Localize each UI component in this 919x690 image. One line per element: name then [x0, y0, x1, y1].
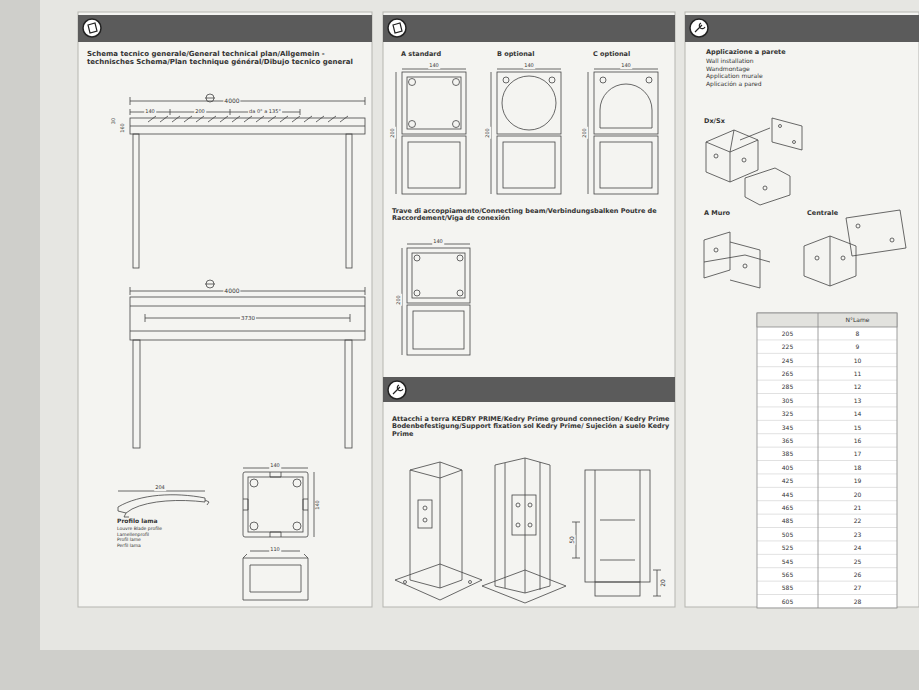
table-cell: 13: [853, 397, 863, 404]
variant-label: A standard: [400, 51, 442, 58]
section-title: Aplicación a pared: [705, 81, 762, 88]
table-header: N°Lame: [844, 317, 870, 324]
dimension-label: 140: [432, 239, 444, 245]
part-name: Perfil lama: [116, 543, 142, 548]
table-cell: 345: [781, 424, 794, 431]
table-cell: 265: [781, 370, 794, 377]
section-title: Attacchi a terra KEDRY PRIME/Kedry Prime…: [391, 416, 673, 438]
table-cell: 20: [853, 491, 863, 498]
table-cell: 385: [781, 451, 794, 458]
table-cell: 9: [855, 344, 861, 351]
table-cell: 565: [781, 571, 794, 578]
table-cell: 12: [853, 384, 863, 391]
table-cell: 585: [781, 585, 794, 592]
table-cell: 24: [853, 545, 863, 552]
table-cell: 225: [781, 344, 794, 351]
dimension-label: 200: [396, 294, 402, 306]
table-cell: 16: [853, 437, 863, 444]
table-cell: 19: [853, 478, 863, 485]
dimension-label: 204: [154, 485, 166, 491]
dimension-label: 140: [269, 463, 281, 469]
table-cell: 15: [853, 424, 863, 431]
table-cell: 425: [781, 478, 794, 485]
table-cell: 205: [781, 330, 794, 337]
section-title: Schema tecnico generale/General technica…: [86, 50, 368, 66]
table-cell: 26: [853, 571, 863, 578]
part-name: Profilo lama: [116, 518, 159, 525]
dimension-label: 200: [390, 127, 396, 139]
dimension-label: da 0° a 135°: [248, 109, 282, 115]
dimension-label: 140: [620, 63, 632, 69]
table-cell: 23: [853, 531, 863, 538]
dimension-label: 140: [523, 63, 535, 69]
table-cell: 505: [781, 531, 794, 538]
table-cell: 405: [781, 464, 794, 471]
table-cell: 325: [781, 411, 794, 418]
dimension-label: 50: [569, 535, 576, 545]
dimension-label: 140: [144, 109, 156, 115]
dimension-label: 200: [485, 127, 491, 139]
variant-label: C optional: [592, 51, 631, 58]
dimension-label: 140: [315, 499, 321, 511]
dimension-label: 20: [660, 578, 667, 588]
variant-label: Centrale: [806, 210, 839, 217]
table-cell: 365: [781, 437, 794, 444]
dimension-label: 200: [582, 127, 588, 139]
table-cell: 27: [853, 585, 863, 592]
part-name: Profil lame: [116, 537, 142, 542]
table-cell: 465: [781, 504, 794, 511]
table-cell: 285: [781, 384, 794, 391]
dimension-label: 30: [111, 117, 117, 125]
table-cell: 10: [853, 357, 863, 364]
section-title: Application murale: [705, 73, 764, 80]
dimension-label: 140: [428, 63, 440, 69]
variant-label: Dx/Sx: [703, 118, 726, 125]
section-title: Wandmontage: [705, 66, 751, 73]
table-cell: 25: [853, 558, 863, 565]
variant-label: B optional: [496, 51, 535, 58]
table-cell: 14: [853, 411, 863, 418]
dimension-label: 4000: [223, 98, 240, 105]
table-cell: 18: [853, 464, 863, 471]
section-title: Applicazione a parete: [705, 49, 787, 56]
variant-label: A Muro: [703, 210, 731, 217]
dimension-label: 200: [194, 109, 206, 115]
table-cell: 305: [781, 397, 794, 404]
table-cell: 21: [853, 504, 863, 511]
dimension-label: 110: [269, 547, 281, 553]
section-title: Wall installation: [705, 58, 755, 65]
dimension-label: 3730: [240, 315, 256, 321]
table-cell: 485: [781, 518, 794, 525]
table-cell: 545: [781, 558, 794, 565]
table-cell: 525: [781, 545, 794, 552]
table-cell: 605: [781, 598, 794, 605]
table-cell: 445: [781, 491, 794, 498]
table-cell: 22: [853, 518, 863, 525]
part-name: Louvre Blade profile: [116, 526, 163, 531]
table-cell: 8: [855, 330, 861, 337]
table-cell: 17: [853, 451, 863, 458]
table-cell: 11: [853, 370, 863, 377]
section-title: Trave di accoppiamento/Connecting beam/V…: [391, 208, 673, 223]
dimension-label: 160: [120, 122, 126, 134]
dimension-label: 4000: [223, 288, 240, 295]
part-name: Lamellenprofil: [116, 532, 150, 537]
table-cell: 245: [781, 357, 794, 364]
table-cell: 28: [853, 598, 863, 605]
